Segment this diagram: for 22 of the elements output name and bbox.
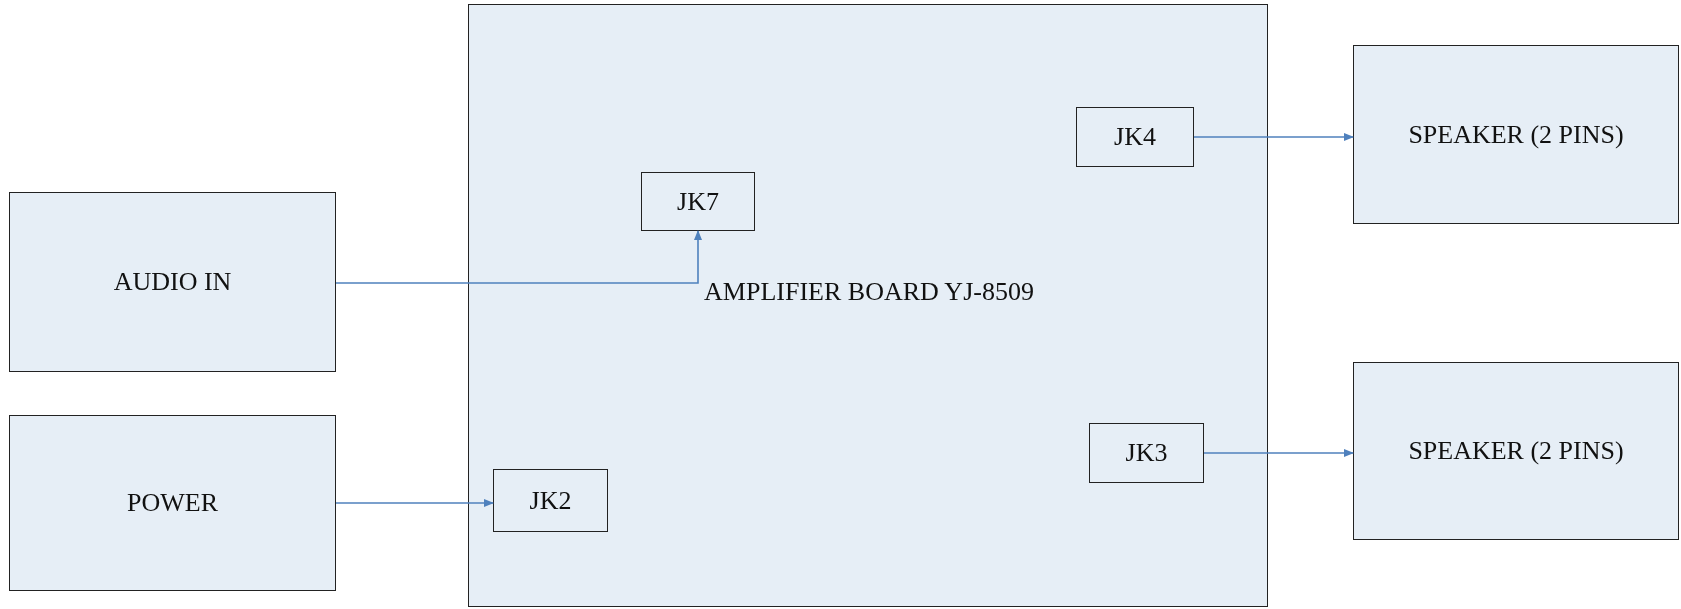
- block-label: SPEAKER (2 PINS): [1407, 118, 1625, 151]
- speaker-block: [1353, 362, 1679, 540]
- input-block: [9, 192, 336, 372]
- speaker-block: [1353, 45, 1679, 224]
- arrow: [335, 230, 702, 284]
- arrow: [335, 499, 494, 507]
- connector-box: [493, 469, 608, 532]
- block-label: JK7: [676, 185, 720, 218]
- power-block: [9, 415, 336, 591]
- block-label: JK3: [1124, 437, 1169, 470]
- block-label: JK2: [528, 484, 573, 517]
- connector-box: [1089, 423, 1204, 483]
- connector-box: [1076, 107, 1194, 167]
- arrow: [1193, 133, 1354, 141]
- arrow: [1203, 449, 1354, 457]
- connector-box: [641, 172, 755, 231]
- block-label: POWER: [126, 487, 219, 520]
- block-label: AUDIO IN: [112, 266, 233, 299]
- block-label: JK4: [1113, 121, 1157, 154]
- block-label: SPEAKER (2 PINS): [1407, 435, 1625, 468]
- board-block: [468, 4, 1268, 607]
- board-label: AMPLIFIER BOARD YJ-8509: [703, 276, 1035, 308]
